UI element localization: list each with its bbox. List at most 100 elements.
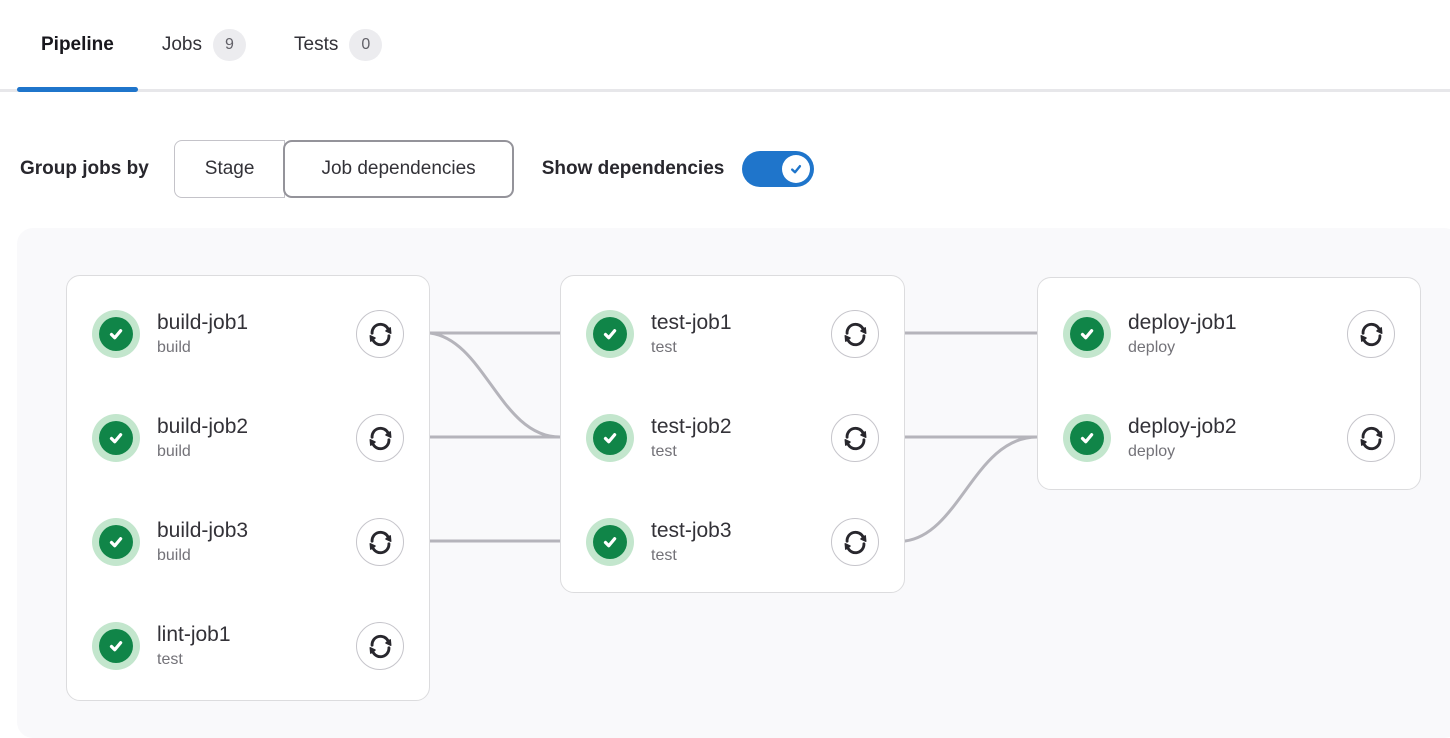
tab-jobs[interactable]: Jobs 9	[138, 0, 270, 89]
retry-job-button[interactable]	[831, 414, 879, 462]
job-name: test-job1	[651, 311, 732, 335]
status-success-icon	[92, 518, 140, 566]
retry-icon	[369, 426, 391, 450]
retry-job-button[interactable]	[356, 622, 404, 670]
jobs-count-badge: 9	[213, 28, 246, 61]
toggle-knob	[782, 155, 811, 183]
tab-pipeline-label: Pipeline	[41, 33, 114, 55]
job-row[interactable]: test-job2 test	[561, 386, 904, 490]
check-icon	[109, 329, 123, 340]
status-success-icon	[92, 414, 140, 462]
job-row[interactable]: test-job3 test	[561, 490, 904, 594]
job-text: test-job3 test	[651, 519, 831, 564]
show-dependencies-toggle[interactable]	[742, 151, 815, 187]
status-success-icon	[586, 310, 634, 358]
retry-job-button[interactable]	[356, 518, 404, 566]
tab-tests-label: Tests	[294, 33, 339, 55]
job-stage: deploy	[1128, 442, 1176, 460]
retry-icon	[369, 322, 391, 346]
check-icon	[1080, 329, 1094, 340]
job-card-column-build: build-job1 build build-job2 build	[66, 275, 430, 701]
check-icon	[603, 433, 617, 444]
job-row[interactable]: build-job3 build	[67, 490, 429, 594]
graph-controls: Group jobs by Stage Job dependencies Sho…	[20, 140, 1450, 198]
retry-job-button[interactable]	[1347, 414, 1395, 462]
check-circle-icon	[593, 421, 627, 455]
job-name: lint-job1	[157, 623, 231, 647]
check-circle-icon	[1070, 317, 1104, 351]
job-name: deploy-job2	[1128, 415, 1237, 439]
job-text: deploy-job2 deploy	[1128, 415, 1347, 460]
job-stage: test	[651, 546, 677, 564]
retry-job-button[interactable]	[831, 518, 879, 566]
retry-job-button[interactable]	[1347, 310, 1395, 358]
check-circle-icon	[99, 421, 133, 455]
tab-jobs-label: Jobs	[161, 33, 202, 55]
job-text: test-job1 test	[651, 311, 831, 356]
status-success-icon	[92, 310, 140, 358]
check-icon	[1080, 433, 1094, 444]
retry-job-button[interactable]	[356, 414, 404, 462]
job-name: build-job3	[157, 519, 249, 543]
check-icon	[603, 329, 617, 340]
job-stage: test	[651, 338, 677, 356]
retry-icon	[369, 634, 391, 658]
job-row[interactable]: build-job2 build	[67, 386, 429, 490]
status-success-icon	[586, 518, 634, 566]
check-circle-icon	[1070, 421, 1104, 455]
segment-stage-button[interactable]: Stage	[173, 140, 286, 198]
retry-icon	[844, 530, 866, 554]
segment-job-dependencies-button[interactable]: Job dependencies	[283, 140, 514, 198]
status-success-icon	[1063, 310, 1111, 358]
check-icon	[109, 641, 123, 652]
check-circle-icon	[99, 525, 133, 559]
job-text: lint-job1 test	[157, 623, 356, 668]
job-name: test-job2	[651, 415, 732, 439]
retry-icon	[369, 530, 391, 554]
job-name: test-job3	[651, 519, 732, 543]
job-text: build-job3 build	[157, 519, 356, 564]
group-jobs-by-segmented-control: Stage Job dependencies	[173, 140, 514, 198]
job-text: build-job1 build	[157, 311, 356, 356]
job-name: build-job1	[157, 311, 249, 335]
retry-icon	[1360, 322, 1382, 346]
pipeline-tabs: Pipeline Jobs 9 Tests 0	[0, 0, 1450, 92]
job-card-column-deploy: deploy-job1 deploy deploy-job2 deploy	[1037, 277, 1421, 490]
check-icon	[603, 537, 617, 548]
job-stage: test	[651, 442, 677, 460]
check-circle-icon	[99, 317, 133, 351]
job-text: test-job2 test	[651, 415, 831, 460]
status-success-icon	[92, 622, 140, 670]
job-text: build-job2 build	[157, 415, 356, 460]
show-dependencies-label: Show dependencies	[541, 158, 725, 179]
retry-icon	[844, 322, 866, 346]
job-card-column-test: test-job1 test test-job2 test	[560, 275, 905, 593]
check-circle-icon	[593, 317, 627, 351]
tests-count-badge: 0	[349, 28, 383, 61]
job-row[interactable]: test-job1 test	[561, 282, 904, 386]
job-row[interactable]: lint-job1 test	[67, 594, 429, 698]
job-name: deploy-job1	[1128, 311, 1237, 335]
status-success-icon	[586, 414, 634, 462]
check-icon	[109, 433, 123, 444]
check-icon	[109, 537, 123, 548]
tab-pipeline[interactable]: Pipeline	[17, 0, 138, 92]
check-circle-icon	[99, 629, 133, 663]
check-circle-icon	[593, 525, 627, 559]
job-name: build-job2	[157, 415, 249, 439]
retry-icon	[844, 426, 866, 450]
job-row[interactable]: deploy-job1 deploy	[1038, 282, 1420, 386]
job-stage: build	[157, 546, 191, 564]
retry-job-button[interactable]	[831, 310, 879, 358]
job-stage: test	[157, 650, 183, 668]
job-row[interactable]: deploy-job2 deploy	[1038, 386, 1420, 490]
tab-tests[interactable]: Tests 0	[270, 0, 406, 89]
job-stage: build	[157, 442, 191, 460]
job-stage: build	[157, 338, 191, 356]
status-success-icon	[1063, 414, 1111, 462]
retry-job-button[interactable]	[356, 310, 404, 358]
check-icon	[791, 165, 802, 174]
group-jobs-by-label: Group jobs by	[20, 158, 149, 179]
job-row[interactable]: build-job1 build	[67, 282, 429, 386]
job-stage: deploy	[1128, 338, 1176, 356]
